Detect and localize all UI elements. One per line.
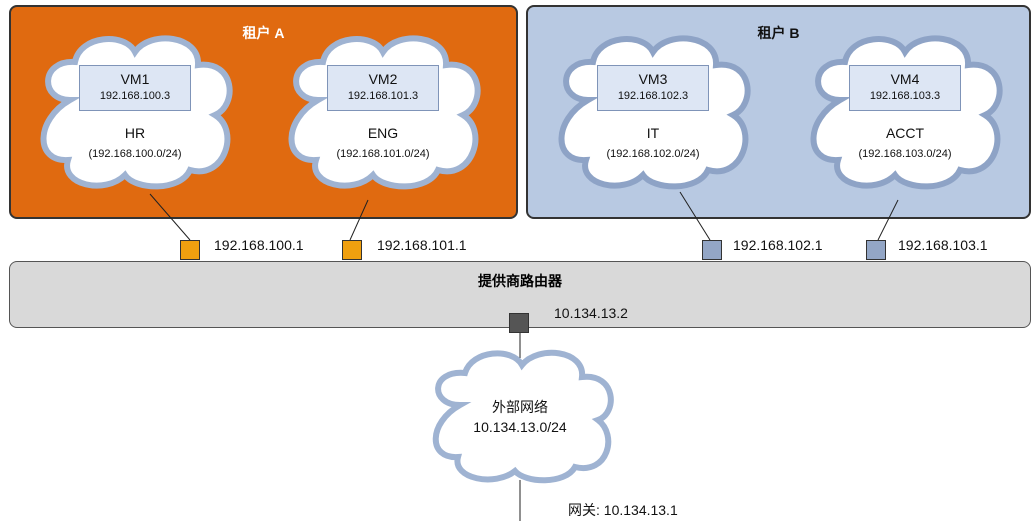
vm-ip: 192.168.102.3 [617,90,689,102]
network-subnet: (192.168.101.0/24) [336,148,430,160]
port-acct [866,240,886,260]
network-name: ACCT [885,125,925,141]
network-cloud-eng: VM2 192.168.101.3 ENG (192.168.101.0/24) [278,30,488,192]
vm-ip: 192.168.101.3 [347,90,419,102]
network-subnet: (192.168.102.0/24) [606,148,700,160]
tenant-a-title: 租户 A [242,25,285,41]
port-it [702,240,722,260]
port-label-eng: 192.168.101.1 [377,237,467,253]
vm-box: VM2 192.168.101.3 [327,65,439,111]
network-subnet: (192.168.103.0/24) [858,148,952,160]
vm-box: VM4 192.168.103.3 [849,65,961,111]
port-label-hr: 192.168.100.1 [214,237,304,253]
external-network-cloud: 外部网络 10.134.13.0/24 [420,345,620,485]
network-name: HR [124,125,146,141]
network-cloud-acct: VM4 192.168.103.3 ACCT (192.168.103.0/24… [800,30,1010,192]
vm-name: VM2 [368,71,398,87]
port-label-external: 10.134.13.2 [554,305,628,321]
network-cloud-it: VM3 192.168.102.3 IT (192.168.102.0/24) [548,30,758,192]
vm-box: VM1 192.168.100.3 [79,65,191,111]
vm-box: VM3 192.168.102.3 [597,65,709,111]
port-eng [342,240,362,260]
port-label-it: 192.168.102.1 [733,237,823,253]
vm-name: VM1 [120,71,150,87]
router-title: 提供商路由器 [478,273,562,289]
port-hr [180,240,200,260]
network-name: ENG [367,125,399,141]
port-label-acct: 192.168.103.1 [898,237,988,253]
vm-ip: 192.168.103.3 [869,90,941,102]
vm-name: VM3 [638,71,668,87]
external-network-subnet: 10.134.13.0/24 [473,419,567,435]
network-cloud-hr: VM1 192.168.100.3 HR (192.168.100.0/24) [30,30,240,192]
network-subnet: (192.168.100.0/24) [88,148,182,160]
external-network-name: 外部网络 [492,399,548,415]
vm-name: VM4 [890,71,920,87]
vm-ip: 192.168.100.3 [99,90,171,102]
tenant-b-title: 租户 B [757,25,800,41]
port-external [509,313,529,333]
gateway-label: 网关: 10.134.13.1 [568,502,678,518]
network-name: IT [646,125,660,141]
